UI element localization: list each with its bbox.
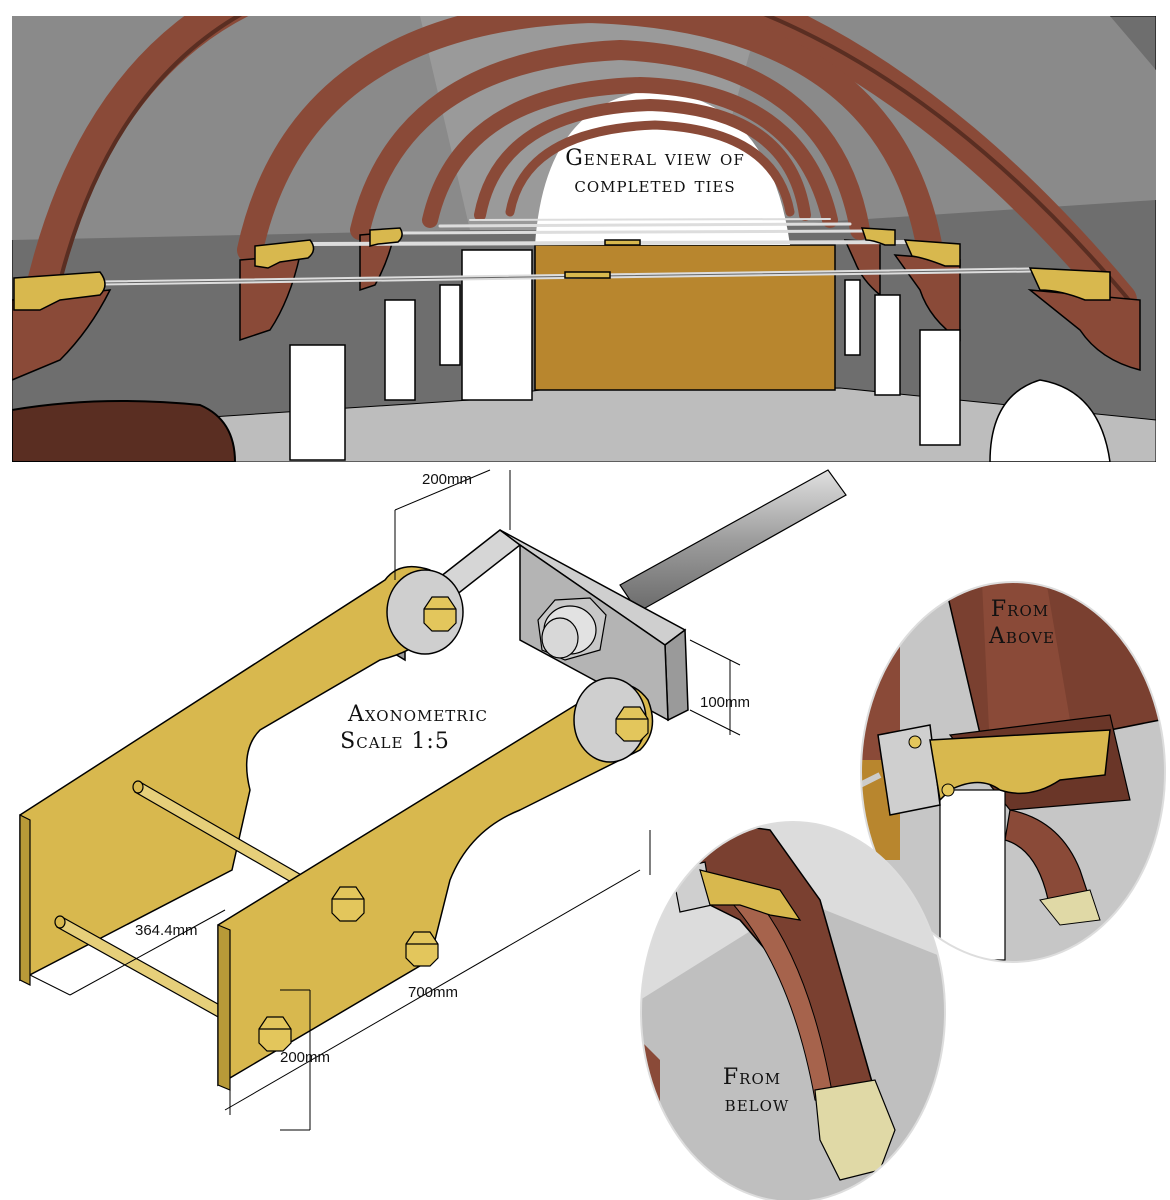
- dimension-200mm-top: 200mm: [422, 471, 472, 488]
- dimension-lines: [29, 469, 741, 1131]
- arch-ribs: [23, 16, 1137, 317]
- bolt-bottom: [258, 1016, 292, 1052]
- inset-from-below: [640, 821, 946, 1200]
- general-view-subtitle: completed ties: [574, 173, 735, 198]
- dimension-364-4mm: 364.4mm: [135, 922, 198, 939]
- axonometric-bracket: [19, 469, 847, 1131]
- general-view-title: General view of: [565, 146, 745, 171]
- dimension-200mm-bottom: 200mm: [280, 1049, 330, 1066]
- from-below-subtitle: below: [725, 1092, 790, 1117]
- from-above-title: From: [991, 597, 1049, 622]
- dimension-700mm: 700mm: [408, 984, 458, 1001]
- hex-bolts: [258, 596, 649, 1052]
- rod-nut: [537, 597, 607, 661]
- brass-brackets: [13, 227, 1111, 311]
- from-above-subtitle: Above: [988, 624, 1055, 649]
- bolt-mid-2: [405, 931, 439, 967]
- from-below-title: From: [723, 1065, 781, 1090]
- general-view-panel: [12, 16, 1156, 462]
- axonometric-scale: Scale 1:5: [340, 729, 450, 754]
- windows: [289, 279, 1111, 462]
- corbels: [12, 231, 1141, 381]
- axonometric-title: Axonometric: [347, 702, 488, 727]
- bolt-front-top: [615, 706, 649, 742]
- dimension-100mm: 100mm: [700, 694, 750, 711]
- bolt-mid-1: [331, 886, 365, 922]
- steel-rod: [619, 469, 847, 613]
- bolt-top: [423, 596, 457, 632]
